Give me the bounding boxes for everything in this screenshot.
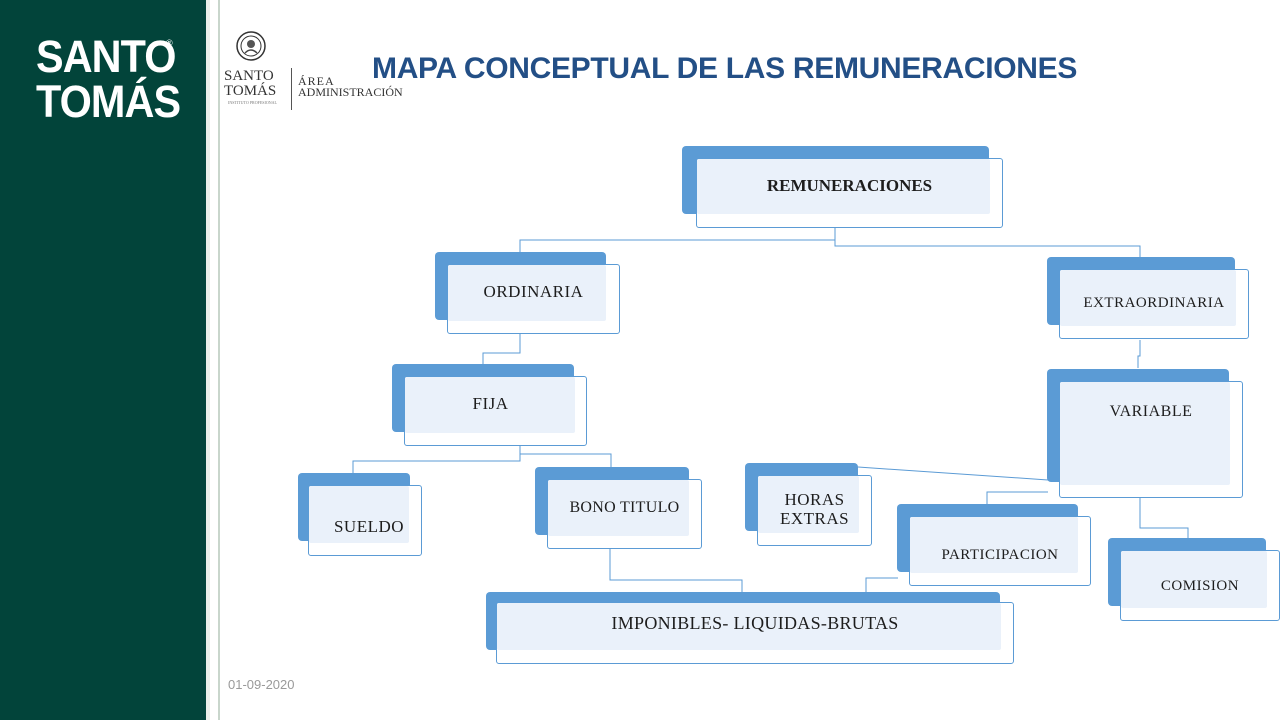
logo-santo-text: SANTO xyxy=(224,68,274,84)
connector-variable-participacion xyxy=(986,491,1048,505)
logo-subtitle: INSTITUTO PROFESIONAL xyxy=(228,100,277,105)
node-label: FIJA xyxy=(472,393,509,413)
seal-icon xyxy=(236,31,266,61)
brand-logo-line-1: SANTO xyxy=(36,31,176,82)
logo-administracion-label: ADMINISTRACIÓN xyxy=(298,85,403,99)
connector-bono-imponibles xyxy=(609,548,743,593)
node-fija: FIJA xyxy=(392,364,587,448)
node-label: IMPONIBLES- LIQUIDAS-BRUTAS xyxy=(611,613,899,634)
connector-ordinaria-fija xyxy=(482,334,521,364)
logo-divider xyxy=(291,68,292,110)
connector-fija-bono xyxy=(519,446,612,468)
sidebar-edge xyxy=(206,0,210,720)
node-label: SUELDO xyxy=(333,517,405,537)
node-comision: COMISION xyxy=(1108,538,1280,622)
node-extraordinaria: EXTRAORDINARIA xyxy=(1047,257,1249,341)
logo-area-label: ÁREA xyxy=(298,74,335,88)
node-bono-titulo: BONO TITULO xyxy=(535,467,702,551)
node-label: PARTICIPACION xyxy=(941,546,1059,563)
connector-variable-comision xyxy=(1139,498,1189,539)
sidebar-band xyxy=(0,0,206,720)
connector-fija-sueldo xyxy=(352,446,521,474)
node-label: ORDINARIA xyxy=(483,281,584,301)
logo-tomas-text: TOMÁS xyxy=(224,83,277,99)
node-label: EXTRAORDINARIA xyxy=(1083,294,1225,311)
connector-remuneraciones-ordinaria xyxy=(519,228,836,253)
node-participacion: PARTICIPACION xyxy=(897,504,1091,588)
connector-variable-horas xyxy=(857,466,1049,481)
node-label: COMISION xyxy=(1160,578,1240,595)
connector-extraordinaria-variable xyxy=(1137,340,1141,368)
brand-logo-line-2: TOMÁS xyxy=(36,76,181,127)
node-label: VARIABLE xyxy=(1109,402,1193,420)
node-horas-extras: HORAS EXTRAS xyxy=(745,463,872,547)
node-ordinaria: ORDINARIA xyxy=(435,252,620,336)
connector-remuneraciones-extraordinaria xyxy=(834,240,1141,258)
node-label: BONO TITULO xyxy=(569,499,680,517)
node-sueldo: SUELDO xyxy=(298,473,422,557)
page-title: MAPA CONCEPTUAL DE LAS REMUNERACIONES xyxy=(372,52,1078,85)
sidebar-divider-line xyxy=(218,0,220,720)
footer-date: 01-09-2020 xyxy=(228,677,295,692)
node-label: HORAS EXTRAS xyxy=(779,489,850,528)
node-remuneraciones: REMUNERACIONES xyxy=(682,146,1003,230)
node-label: REMUNERACIONES xyxy=(766,175,933,195)
brand-registered-mark: ® xyxy=(166,38,173,48)
node-variable: VARIABLE xyxy=(1047,369,1243,499)
node-imponibles: IMPONIBLES- LIQUIDAS-BRUTAS xyxy=(486,592,1014,664)
